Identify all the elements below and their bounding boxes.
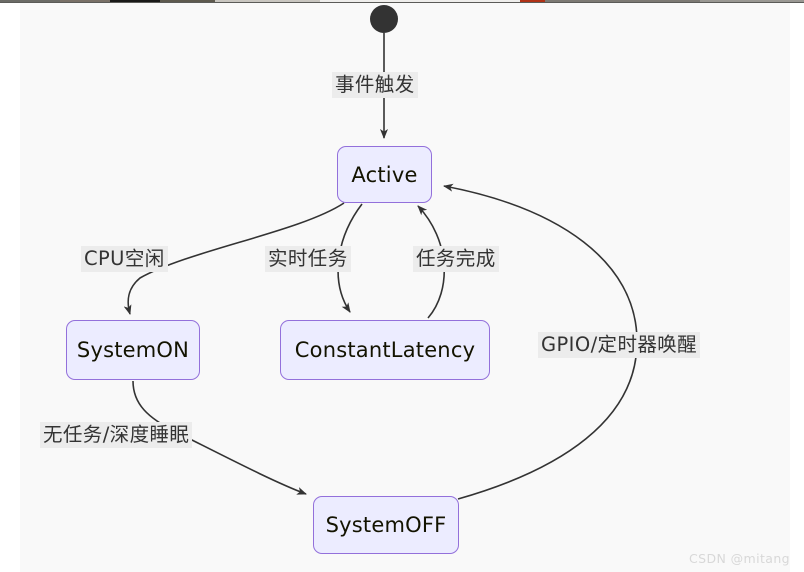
state-label-systemon: SystemON — [76, 338, 190, 362]
edge-label-realtime-task: 实时任务 — [265, 246, 351, 273]
edge-label-cpu-idle: CPU空闲 — [81, 246, 168, 273]
top-color-sliver — [0, 0, 804, 3]
state-node-constantlatency[interactable]: ConstantLatency — [280, 320, 490, 380]
edge-label-gpio-timer-wake: GPIO/定时器唤醒 — [538, 332, 701, 359]
start-node-circle — [370, 5, 398, 33]
edge-label-task-complete: 任务完成 — [413, 246, 499, 273]
state-node-systemon[interactable]: SystemON — [66, 320, 200, 380]
top-divider-line — [0, 2, 804, 3]
state-label-active: Active — [351, 162, 418, 187]
watermark-text: CSDN @mitang — [689, 551, 790, 566]
edge-label-no-task-deep-sleep: 无任务/深度睡眠 — [40, 422, 193, 449]
state-node-systemoff[interactable]: SystemOFF — [313, 496, 459, 554]
edge-active-to-systemon — [123, 202, 345, 315]
state-label-systemoff: SystemOFF — [325, 513, 447, 537]
state-label-constantlatency: ConstantLatency — [294, 338, 476, 362]
edge-label-event-trigger: 事件触发 — [332, 72, 418, 99]
state-node-active[interactable]: Active — [337, 146, 432, 203]
